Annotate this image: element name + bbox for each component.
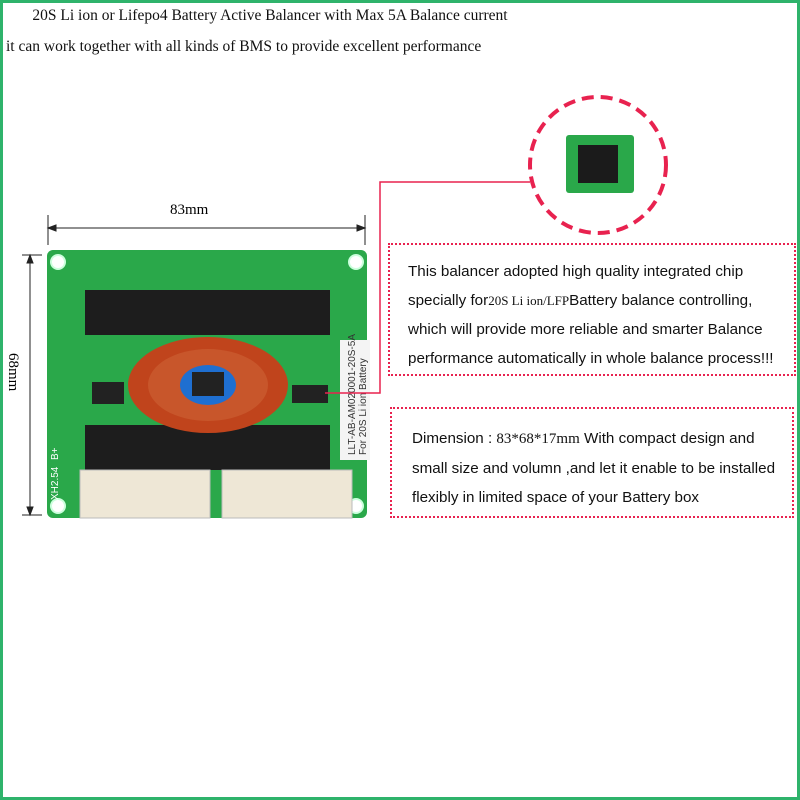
dimension-prefix: Dimension : <box>412 430 493 447</box>
feature-line-2-prefix: specially for <box>408 292 489 309</box>
width-label: 83mm <box>170 202 209 218</box>
dimension-value: 83*68*17mm <box>496 431 580 447</box>
dimension-line-2: small size and volumn ,and let it enable… <box>412 460 776 477</box>
height-dimension <box>22 253 42 517</box>
dimension-line-1: Dimension : 83*68*17mm With compact desi… <box>412 424 792 454</box>
terminal-label: B+ <box>50 447 61 460</box>
feature-line-2: specially for20S Li ion/LFPBattery balan… <box>408 286 794 315</box>
dimension-line-3: flexibly in limited space of your Batter… <box>412 489 700 506</box>
feature-description-box: This balancer adopted high quality integ… <box>388 243 796 376</box>
pcb-board: LLT-AB-AM020001-20S-5A For 20S Li ion Ba… <box>47 250 370 519</box>
feature-line-2-suffix: Battery balance controlling, <box>569 292 753 309</box>
chip-callout <box>325 95 668 394</box>
feature-line-3: which will provide more reliable and sma… <box>408 321 763 338</box>
feature-line-4: performance automatically in whole balan… <box>408 350 774 367</box>
dimension-line-1-suffix: With compact design and <box>584 430 755 447</box>
dimension-description-box: Dimension : 83*68*17mm With compact desi… <box>390 407 794 518</box>
board-label: LLT-AB-AM020001-20S-5A <box>347 334 358 455</box>
connector-label: XH2.54 <box>50 466 61 500</box>
height-label: 68mm <box>5 353 21 392</box>
product-subtitle: it can work together with all kinds of B… <box>6 38 482 55</box>
product-title: 20S Li ion or Lifepo4 Battery Active Bal… <box>32 7 508 24</box>
feature-line-1: This balancer adopted high quality integ… <box>408 263 744 280</box>
width-dimension <box>46 215 367 245</box>
battery-type: 20S Li ion/LFP <box>488 293 570 308</box>
board-label-2: For 20S Li ion Battery <box>358 358 369 455</box>
